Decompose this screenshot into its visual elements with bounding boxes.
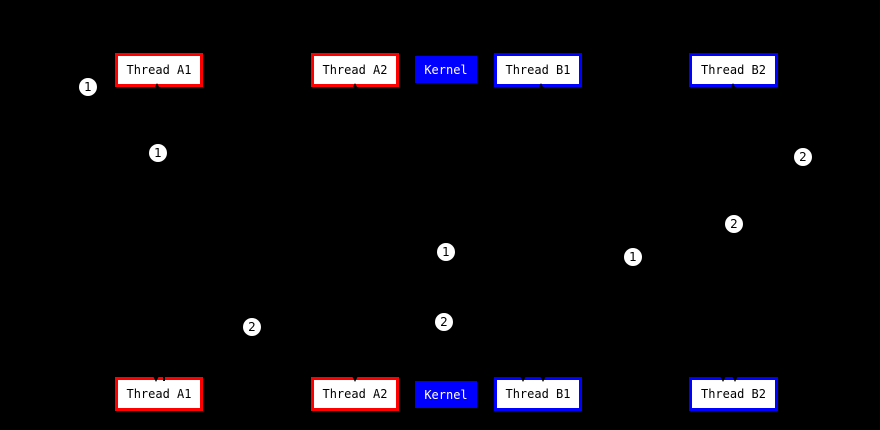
node-kernel-bottom: Kernel <box>415 381 477 408</box>
node-thread-a2-bottom: Thread A2 <box>311 377 399 411</box>
edge-exit-arrowhead-icon <box>729 83 737 91</box>
step-badge: 1 <box>437 243 455 261</box>
edge-line-tick <box>163 374 165 381</box>
node-kernel-top: Kernel <box>415 56 477 83</box>
node-thread-b1-top: Thread B1 <box>494 53 582 87</box>
node-thread-b2-top: Thread B2 <box>689 53 778 87</box>
node-thread-a2-top: Thread A2 <box>311 53 399 87</box>
edge-exit-arrowhead-icon <box>537 83 545 91</box>
edge-arrowhead-icon <box>539 374 547 382</box>
step-badge: 2 <box>435 313 453 331</box>
step-badge: 2 <box>725 215 743 233</box>
edge-arrowhead-icon <box>731 374 739 382</box>
edge-exit-arrowhead-icon <box>153 83 161 91</box>
step-badge: 2 <box>243 318 261 336</box>
node-thread-b2-bottom: Thread B2 <box>689 377 778 411</box>
step-badge: 1 <box>79 78 97 96</box>
edge-arrowhead-icon <box>719 374 727 382</box>
node-thread-b1-bottom: Thread B1 <box>494 377 582 411</box>
node-thread-a1-bottom: Thread A1 <box>115 377 203 411</box>
step-badge: 2 <box>794 148 812 166</box>
edge-exit-arrowhead-icon <box>351 83 359 91</box>
edge-arrowhead-icon <box>351 374 359 382</box>
edge-arrowhead-icon <box>152 374 160 382</box>
node-thread-a1-top: Thread A1 <box>115 53 203 87</box>
step-badge: 1 <box>624 248 642 266</box>
step-badge: 1 <box>149 144 167 162</box>
edge-arrowhead-icon <box>519 374 527 382</box>
